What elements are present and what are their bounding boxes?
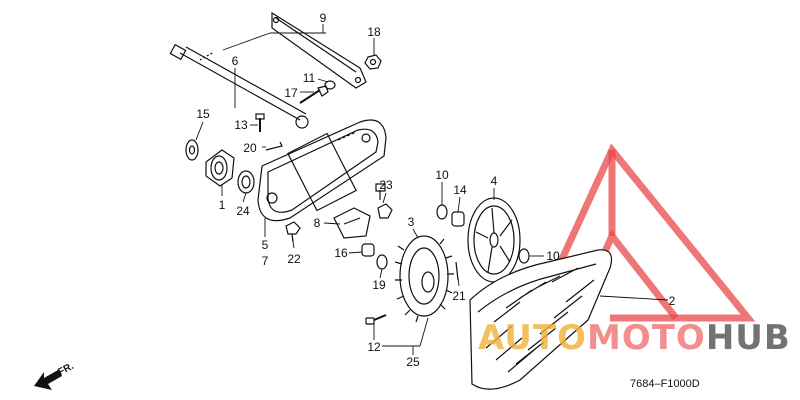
- leader-lines: [195, 24, 669, 355]
- drive-sprocket-3: [394, 235, 454, 323]
- callout-label: 20: [243, 141, 257, 155]
- watermark-part-auto: AUTO: [478, 318, 587, 358]
- collar-16: [361, 243, 375, 257]
- washer-10-upper: [436, 204, 448, 220]
- flange-bearing-1: [205, 149, 235, 187]
- callout-label: 22: [287, 252, 301, 266]
- callout-label: 5: [261, 238, 269, 252]
- callout-label: 19: [372, 278, 386, 292]
- diagram-code: 7684–F1000D: [630, 378, 700, 390]
- callout-label: 17: [284, 86, 298, 100]
- callout-label: 10: [546, 249, 560, 263]
- bolt-12: [365, 314, 387, 325]
- bracket-8: [333, 207, 371, 239]
- callout-label: 21: [452, 289, 466, 303]
- callout-label: 6: [231, 54, 239, 68]
- callout-label: 25: [406, 355, 420, 369]
- watermark-wordmark: AUTOMOTOHUB: [478, 318, 791, 358]
- idler-wheel-4: [467, 197, 521, 283]
- callout-label: 10: [435, 168, 449, 182]
- front-direction-arrow-icon: [34, 370, 62, 390]
- pin-21: [455, 261, 459, 281]
- drive-shaft: [169, 43, 309, 129]
- callout-label: 15: [196, 107, 210, 121]
- watermark-part-moto: MOTO: [586, 318, 706, 358]
- pin-20: [265, 141, 283, 151]
- callout-label: 4: [490, 174, 498, 188]
- bolt-23: [375, 183, 393, 219]
- watermark-part-hub: HUB: [705, 318, 791, 358]
- callout-label: 13: [234, 118, 248, 132]
- bolt-22: [285, 221, 301, 243]
- callout-label: 23: [379, 178, 393, 192]
- callout-label: 2: [668, 294, 676, 308]
- bolt-17: [299, 85, 329, 104]
- callout-label: 11: [302, 71, 316, 85]
- callout-label: 3: [407, 215, 415, 229]
- callout-label: 24: [236, 204, 250, 218]
- callout-label: 8: [313, 216, 321, 230]
- bearing-24: [237, 170, 255, 194]
- bolt-13: [255, 113, 265, 132]
- callout-label: 16: [334, 246, 348, 260]
- support-plate: [271, 11, 367, 89]
- callout-label: 18: [367, 25, 381, 39]
- nut-18: [364, 54, 382, 70]
- washer-15: [185, 139, 199, 161]
- collar-14: [451, 211, 465, 227]
- washer-11: [324, 80, 336, 90]
- callout-label: 14: [453, 183, 467, 197]
- callout-label: 7: [261, 254, 269, 268]
- callout-label: 9: [319, 11, 327, 25]
- rubber-track-2: [469, 249, 613, 390]
- callout-label: 1: [218, 198, 226, 212]
- washer-10-lower: [518, 248, 530, 264]
- chain-case: [257, 119, 387, 222]
- washer-19: [376, 254, 388, 270]
- callout-label: 12: [367, 340, 381, 354]
